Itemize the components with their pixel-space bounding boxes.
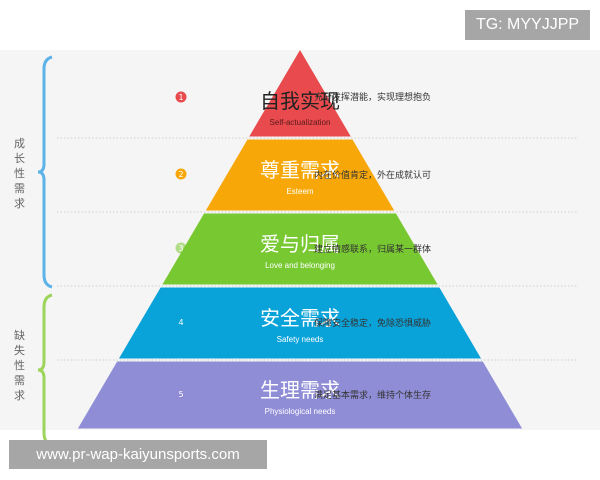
watermark-top: TG: MYYJJPP — [465, 10, 590, 40]
watermark-bottom: www.pr-wap-kaiyunsports.com — [9, 440, 267, 469]
level-band — [249, 50, 351, 137]
level-subtitle: Esteem — [286, 187, 313, 196]
level-title: 自我实现 — [260, 89, 340, 113]
level-number: 3 — [178, 244, 183, 253]
pyramid-level-4: 安全需求 Safety needs 4 保障安全稳定，免除恐惧威胁 — [118, 287, 482, 359]
level-description: 满足基本需求，维持个体生存 — [314, 389, 431, 401]
level-number-badge — [175, 388, 187, 400]
bracket-growth — [37, 55, 53, 289]
level-description: 建立情感联系，归属某一群体 — [314, 243, 431, 255]
pyramid-level-2: 尊重需求 Esteem 2 内在价值肯定，外在成就认可 — [175, 139, 431, 211]
level-number-badge — [175, 91, 187, 103]
pyramid-level-3: 爱与归属 Love and belonging 3 建立情感联系，归属某一群体 — [162, 213, 438, 285]
level-description: 充分发挥潜能，实现理想抱负 — [314, 91, 431, 103]
level-number: 2 — [178, 170, 183, 179]
level-description: 内在价值肯定，外在成就认可 — [314, 169, 431, 181]
level-title: 生理需求 — [260, 378, 340, 402]
level-band — [77, 361, 523, 429]
level-band — [118, 287, 482, 359]
level-description: 保障安全稳定，免除恐惧威胁 — [314, 317, 431, 329]
level-band — [205, 139, 395, 211]
pyramid-level-5: 生理需求 Physiological needs 5 满足基本需求，维持个体生存 — [77, 361, 523, 429]
level-title: 安全需求 — [260, 306, 340, 330]
pyramid-level-1: 自我实现 Self-actualization 1 充分发挥潜能，实现理想抱负 — [175, 50, 431, 137]
level-number-badge — [175, 168, 187, 180]
level-subtitle: Love and belonging — [265, 261, 335, 270]
group-label-deficiency: 缺失性需求 — [14, 329, 25, 402]
level-number: 1 — [178, 93, 183, 102]
bracket-deficiency — [37, 293, 53, 447]
level-number-badge — [175, 242, 187, 254]
level-band — [162, 213, 438, 285]
level-number: 5 — [178, 390, 183, 399]
level-subtitle: Physiological needs — [265, 407, 336, 416]
level-subtitle: Safety needs — [277, 335, 324, 344]
level-subtitle: Self-actualization — [270, 118, 331, 127]
group-label-growth: 成长性需求 — [14, 137, 25, 210]
level-number-badge — [175, 316, 187, 328]
level-number: 4 — [178, 318, 183, 327]
level-title: 爱与归属 — [260, 232, 340, 256]
level-title: 尊重需求 — [260, 158, 340, 182]
